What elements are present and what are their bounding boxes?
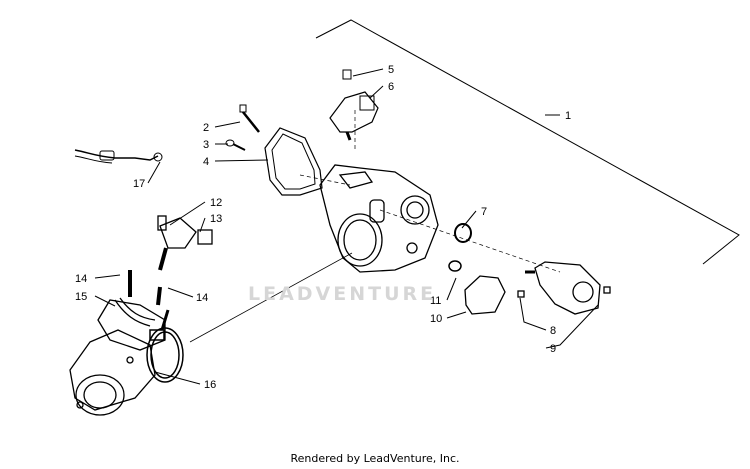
callout-1: 1 — [565, 110, 571, 122]
intake-boot — [69, 297, 166, 416]
callout-9: 9 — [550, 343, 556, 355]
footer-credit: Rendered by LeadVenture, Inc. — [290, 452, 460, 465]
callout-15: 15 — [75, 291, 87, 303]
callout-6: 6 — [388, 81, 394, 93]
callout-2: 2 — [203, 122, 209, 134]
callout-14a: 14 — [75, 273, 87, 285]
tps-sensor — [329, 69, 379, 141]
callout-7: 7 — [481, 206, 487, 218]
callout-8: 8 — [550, 325, 556, 337]
callout-17: 17 — [133, 178, 145, 190]
callout-3: 3 — [203, 139, 209, 151]
gasket — [264, 127, 323, 196]
callout-5: 5 — [388, 64, 394, 76]
callout-11: 11 — [430, 295, 441, 307]
o-ring — [454, 223, 472, 243]
bolt — [156, 286, 162, 306]
throttle-body — [319, 164, 439, 273]
callout-4: 4 — [203, 156, 209, 168]
map-sensor — [157, 215, 213, 271]
throttle-cable — [74, 149, 163, 164]
callout-12: 12 — [210, 197, 222, 209]
screw — [225, 139, 246, 151]
callout-14b: 14 — [196, 292, 208, 304]
callout-16: 16 — [204, 379, 216, 391]
watermark-text: LEADVENTURE — [248, 283, 437, 305]
small-o-ring — [448, 260, 462, 272]
assembly-bracket — [315, 19, 740, 265]
idle-air-valve — [517, 261, 611, 315]
bolt — [239, 104, 260, 133]
hose-clamp — [146, 327, 184, 383]
connector — [464, 275, 506, 315]
callout-10: 10 — [430, 313, 442, 325]
callout-13: 13 — [210, 213, 222, 225]
